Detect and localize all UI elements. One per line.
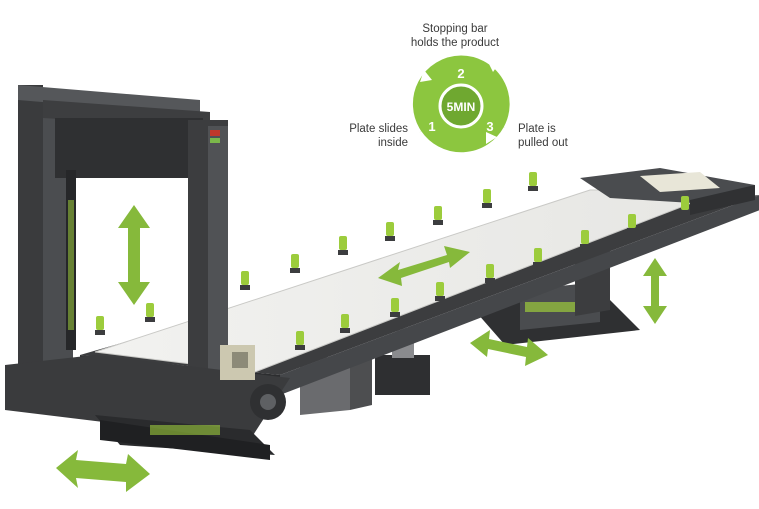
stopper-base [627,228,637,233]
stopper-base [528,186,538,191]
cycle-step-number-3: 3 [486,119,493,134]
stopper-base [145,317,155,322]
stopper-base [680,210,690,215]
stopper-post [534,248,542,262]
double-arrow-icon [56,450,150,492]
double-arrow-icon [470,330,548,366]
double-arrow-icon [643,258,667,324]
stopper-post [341,314,349,328]
stopper-post [146,303,154,317]
stopper-post [486,264,494,278]
front-base [5,345,290,460]
double-arrow-icon [378,246,470,286]
stopper-base [95,330,105,335]
step-label-line: inside [377,137,408,149]
cycle-icon: 5MIN 2 1 3 [409,52,513,156]
stopper-post [339,236,347,250]
double-arrow-icon-group [56,205,667,492]
cycle-step-number-1: 1 [428,119,435,134]
stopper-post [483,189,491,203]
stopper-base [385,236,395,241]
step-label-line: Plate is [518,123,556,135]
portal-frame [18,85,228,396]
stopper-base [240,285,250,290]
double-arrow-icon [118,205,150,305]
stopper-base [485,278,495,283]
step-label-stopping-bar: Stopping bar holds the product [400,22,510,50]
stopper-post [434,206,442,220]
stopper-base [390,312,400,317]
step-label-line: holds the product [410,37,500,49]
step-label-line: Stopping bar [422,23,488,35]
stopper-post [581,230,589,244]
stopper-base [338,250,348,255]
stopper-base [580,244,590,249]
stopper-post [628,214,636,228]
stopper-base [290,268,300,273]
stopper-base [340,328,350,333]
stopper-base [295,345,305,350]
table-end-cap [580,168,755,215]
stopper-post [681,196,689,210]
step-label-plate-pulled: Plate is pulled out [518,122,598,150]
stopper-base [533,262,543,267]
stopper-post [436,282,444,296]
stopper-post [529,172,537,186]
stopper-post [391,298,399,312]
step-label-line: Plate slides [349,123,408,135]
stopper-post [386,222,394,236]
cycle-center-label: 5MIN [447,100,476,114]
cycle-step-number-2: 2 [457,66,464,81]
stopper-posts [95,172,690,350]
stopper-base [482,203,492,208]
step-label-plate-slides: Plate slides inside [330,122,408,150]
stopper-post [96,316,104,330]
stopper-base [435,296,445,301]
step-label-line: pulled out [518,137,568,149]
stopper-base [433,220,443,225]
stopper-post [291,254,299,268]
stopper-post [241,271,249,285]
stopper-post [296,331,304,345]
